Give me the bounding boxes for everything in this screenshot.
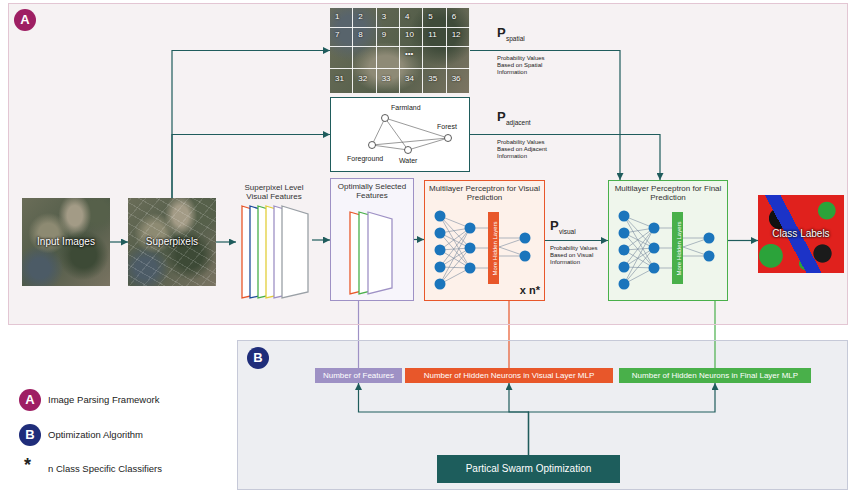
probability-note: Probability Values Based on Adjacent Inf… bbox=[497, 139, 555, 160]
selected-sheets bbox=[350, 212, 392, 294]
cell-number: 11 bbox=[428, 30, 436, 39]
final-mlp-ground bbox=[608, 180, 728, 301]
cell-number: 9 bbox=[382, 30, 386, 39]
box-title: Multilayer Perceptron for Visual Predict… bbox=[425, 184, 544, 202]
connector bbox=[728, 240, 758, 241]
legend-text: Optimization Algorithm bbox=[48, 430, 143, 441]
input-image: Input Images bbox=[22, 198, 110, 286]
image-caption: Input Images bbox=[22, 198, 110, 286]
legend-symbol: * bbox=[24, 456, 31, 474]
connector bbox=[414, 239, 424, 240]
hidden-layer-label: More Hidden Layers bbox=[491, 212, 498, 284]
superpixel-image: Superpixels bbox=[128, 198, 216, 286]
parameter-box: Number of Hidden Neurons in Final Layer … bbox=[619, 368, 811, 383]
panel-a: AInput ImagesSuperpixels123456789101112•… bbox=[8, 3, 848, 325]
class-name: Water bbox=[399, 157, 417, 165]
legend-letter: A bbox=[19, 389, 41, 411]
optimizer-box: Partical Swarm Optimization bbox=[437, 455, 620, 483]
cell-number: 33 bbox=[382, 74, 391, 83]
probability-symbol: P bbox=[497, 26, 506, 39]
hidden-layer-label: More Hidden Layers bbox=[675, 212, 682, 284]
connector bbox=[714, 301, 715, 368]
connector bbox=[216, 241, 236, 242]
adjacency-graph: FarmlandForestForeground Water bbox=[330, 97, 470, 172]
image-caption: Class Labels bbox=[758, 195, 844, 273]
cell-number: 7 bbox=[335, 30, 339, 39]
box-label: Partical Swarm Optimization bbox=[466, 463, 592, 475]
class-name: Foreground bbox=[347, 155, 383, 163]
connector bbox=[508, 301, 509, 368]
probability-note: Probability Values Based on Visual Infor… bbox=[550, 245, 605, 266]
legend-letter: B bbox=[19, 424, 41, 446]
class-name: Forest bbox=[437, 123, 457, 131]
legend-text: Image Parsing Framework bbox=[48, 395, 159, 406]
cell-number: ••• bbox=[405, 49, 413, 58]
parameter-box: Number of Features bbox=[315, 368, 402, 383]
connector bbox=[470, 135, 660, 181]
cell-number: 1 bbox=[335, 12, 339, 21]
subscript: spatial bbox=[506, 35, 525, 42]
hidden-layer-bar bbox=[672, 212, 683, 284]
probability-symbol: P bbox=[497, 110, 506, 123]
connector bbox=[509, 383, 529, 455]
cell-number: 34 bbox=[405, 74, 414, 83]
image-caption: Superpixels bbox=[128, 198, 216, 286]
connector bbox=[358, 301, 359, 368]
multiplier-note: x n* bbox=[520, 284, 540, 297]
feature-sheets bbox=[242, 206, 308, 298]
graph-ground bbox=[330, 97, 470, 172]
panel-a-ground bbox=[8, 3, 848, 325]
box-label: Number of Features bbox=[323, 371, 394, 380]
connector bbox=[529, 383, 716, 455]
connector bbox=[545, 240, 608, 241]
cell-number: 8 bbox=[358, 30, 362, 39]
cell-number: 36 bbox=[452, 74, 461, 83]
cell-number: 3 bbox=[382, 12, 386, 21]
cell-number: 35 bbox=[428, 74, 437, 83]
cell-number: 31 bbox=[335, 74, 344, 83]
feature-stack: Superpixel Level Visual Features bbox=[236, 180, 312, 300]
selected-features-box: Optimially Selected Features bbox=[330, 178, 414, 301]
spatial-grid: 123456789101112•••313233343536 bbox=[330, 8, 470, 93]
subscript: visual bbox=[559, 228, 576, 235]
network-links bbox=[440, 216, 709, 284]
visual-mlp-box: Multilayer Perceptron for Visual Predict… bbox=[424, 180, 545, 301]
probability-symbol: P bbox=[550, 219, 559, 232]
cell-number: 2 bbox=[358, 12, 362, 21]
connector bbox=[172, 51, 330, 199]
final-mlp-box: Multilayer Perceptron for Final Predicti… bbox=[608, 180, 728, 301]
neurons bbox=[435, 211, 715, 290]
cell-number: 12 bbox=[452, 30, 461, 39]
probability-note: Probability Values Based on Spatial Info… bbox=[497, 55, 555, 76]
graph-dots bbox=[369, 115, 452, 154]
panel-letter: B bbox=[247, 347, 269, 369]
cell-number: 4 bbox=[405, 12, 409, 21]
panel-b-ground bbox=[237, 340, 848, 490]
panel-b: B Number of Features Number of Hidden Neur… bbox=[237, 340, 848, 490]
visual-mlp-ground bbox=[424, 180, 545, 301]
box-title: Multilayer Perceptron for Final Predicti… bbox=[609, 184, 727, 202]
box-title: Superpixel Level Visual Features bbox=[236, 183, 312, 201]
class-name: Farmland bbox=[391, 104, 421, 112]
connector bbox=[470, 51, 620, 181]
cell-number: 32 bbox=[358, 74, 367, 83]
hidden-layer-bar bbox=[488, 212, 499, 284]
class-label-image: Class Labels bbox=[758, 195, 844, 273]
connector bbox=[312, 239, 330, 240]
cell-number: 10 bbox=[405, 30, 414, 39]
legend-text: n Class Specific Classifiers bbox=[48, 464, 162, 475]
box-label: Number of Hidden Neurons in Visual Layer… bbox=[424, 371, 595, 380]
subscript: adjacent bbox=[506, 119, 531, 126]
box-label: Number of Hidden Neurons in Final Layer … bbox=[632, 371, 798, 380]
cell-number: 5 bbox=[428, 12, 432, 21]
graph-links bbox=[372, 118, 448, 150]
parameter-box: Number of Hidden Neurons in Visual Layer… bbox=[405, 368, 613, 383]
connector bbox=[110, 241, 128, 242]
connector bbox=[359, 383, 529, 455]
selected-ground bbox=[330, 178, 414, 301]
panel-letter: A bbox=[14, 9, 36, 31]
box-title: Optimially Selected Features bbox=[331, 182, 413, 200]
cell-number: 6 bbox=[452, 12, 456, 21]
